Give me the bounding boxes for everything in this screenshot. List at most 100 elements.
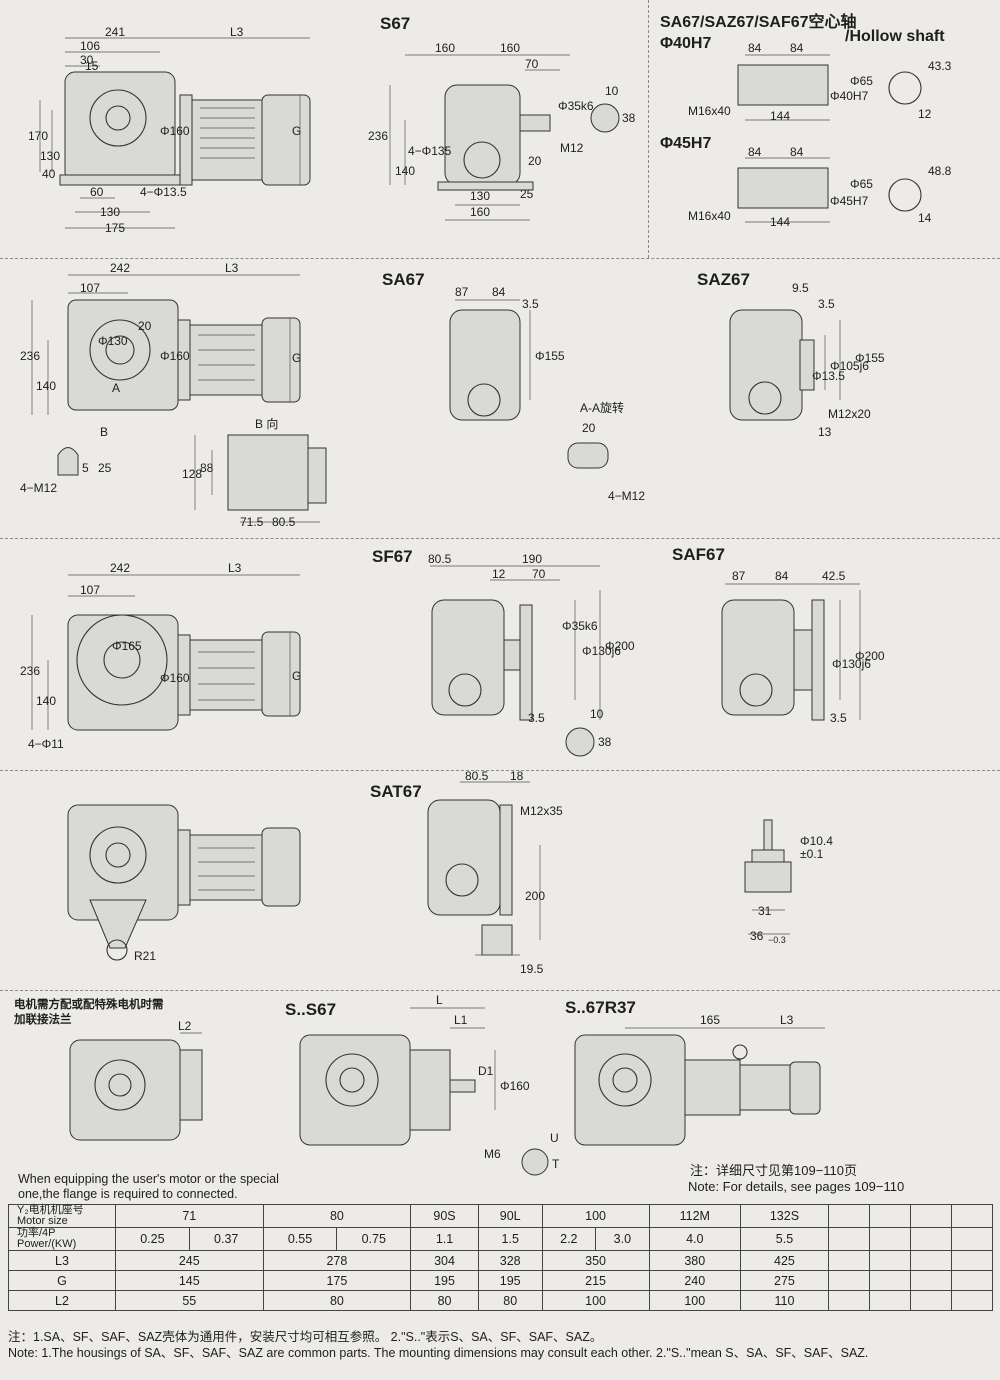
dim-bview-715: 71.5 — [240, 515, 264, 529]
header-cn: Y₂电机机座号 — [17, 1204, 84, 1216]
dim-sa67f-84: 84 — [492, 285, 506, 299]
dim-h40-144: 144 — [770, 109, 790, 123]
title-saf67: SAF67 — [672, 545, 725, 564]
dim-s67f-70: 70 — [525, 57, 539, 71]
dim-s67f-m12: M12 — [560, 141, 584, 155]
dim-saf-d130: Φ130j6 — [832, 657, 871, 671]
dim-sa67f-87: 87 — [455, 285, 469, 299]
dim-sat-r21: R21 — [134, 949, 156, 963]
dim-h45-d45: Φ45H7 — [830, 194, 869, 208]
dim-saz-13: 13 — [818, 425, 832, 439]
table-cell: 240 — [648, 1270, 741, 1291]
dim-h40-m16: M16x40 — [688, 104, 731, 118]
dim-sat-200: 200 — [525, 889, 545, 903]
dim-h45-488: 48.8 — [928, 164, 952, 178]
dim-ss67-d1: D1 — [478, 1064, 494, 1078]
table-cell: 0.55 — [262, 1227, 338, 1251]
dim-sa67-20: 20 — [138, 319, 152, 333]
title-sa67: SA67 — [382, 270, 425, 289]
sf67-front-view: 80.5 190 12 70 Φ35k6 Φ130j6 Φ200 3.5 10 … — [428, 552, 635, 757]
dim-h40-d40: Φ40H7 — [830, 89, 869, 103]
table-cell: 1.1 — [410, 1227, 479, 1251]
title-s-67r37: S..67R37 — [565, 998, 636, 1017]
dim-r37-165: 165 — [700, 1013, 720, 1027]
dim-s67f-key38: 38 — [622, 111, 636, 125]
dim-ss67-l: L — [436, 993, 443, 1007]
dim-sf67-d160: Φ160 — [160, 671, 190, 685]
dim-sa67-140: 140 — [36, 379, 56, 393]
table-cell — [910, 1204, 952, 1228]
dim-ss67-l1: L1 — [454, 1013, 468, 1027]
dim-h45-14: 14 — [918, 211, 932, 225]
dim-bview-88: 88 — [200, 461, 214, 475]
section-divider — [0, 538, 1000, 539]
title-sat67: SAT67 — [370, 782, 422, 801]
s67-side-view: 241 L3 106 30 15 170 130 40 Φ160 G 60 4−… — [28, 25, 311, 235]
footnote-en: Note: 1.The housings of SA、SF、SAF、SAZ ar… — [8, 1346, 869, 1360]
dim-s67-d160: Φ160 — [160, 124, 190, 138]
dim-sat-m12: M12x35 — [520, 804, 563, 818]
sa67-section-aa: A-A旋转 20 4−M12 — [567, 400, 645, 503]
saz67-view: 9.5 3.5 Φ13.5 Φ105j6 Φ155 M12x20 13 — [729, 281, 885, 439]
dim-saf-425: 42.5 — [822, 569, 846, 583]
saf67-view: 87 84 42.5 Φ130j6 Φ200 3.5 — [721, 569, 885, 725]
dim-s67-30: 30 — [80, 53, 94, 67]
dim-bview-128: 128 — [182, 467, 202, 481]
label-sa67-bview: B — [100, 425, 108, 439]
dim-saf-35: 3.5 — [830, 711, 847, 725]
dim-saf-84: 84 — [775, 569, 789, 583]
table-cell: 132S — [739, 1204, 830, 1228]
table-cell: 1.5 — [477, 1227, 543, 1251]
table-cell: 4.0 — [648, 1227, 741, 1251]
footnote-cn: 注：1.SA、SF、SAF、SAZ壳体为通用件，安装尺寸均可相互参照。 2."S… — [8, 1330, 603, 1344]
dim-sat-tol36: −0.3 — [768, 935, 786, 945]
title-s67: S67 — [380, 14, 411, 33]
sa67-b-view: B 向 128 88 71.5 80.5 — [182, 416, 327, 529]
dim-sa67-key25: 25 — [98, 461, 112, 475]
table-row-size: Y₂电机机座号 Motor size 71 80 90S 90L 100 112… — [8, 1204, 993, 1228]
dim-h40-d65: Φ65 — [850, 74, 873, 88]
dim-s67-170: 170 — [28, 129, 48, 143]
table-cell: 80 — [262, 1290, 412, 1311]
section-divider — [0, 770, 1000, 771]
table-cell: 71 — [115, 1204, 264, 1228]
dim-s67f-236: 236 — [368, 129, 388, 143]
dim-h40-433: 43.3 — [928, 59, 952, 73]
dim-sa67-107: 107 — [80, 281, 100, 295]
dim-aa-20: 20 — [582, 421, 596, 435]
dim-sat-36: 36 — [750, 929, 764, 943]
dim-s67f-b130: 130 — [470, 189, 490, 203]
dim-sf67-107: 107 — [80, 583, 100, 597]
table-cell — [910, 1270, 952, 1291]
dim-sf67-g: G — [292, 669, 301, 683]
dim-s67-241: 241 — [105, 25, 125, 39]
table-cell: 80 — [410, 1290, 479, 1311]
dim-sf67f-key10: 10 — [590, 707, 604, 721]
dim-sa67f-d155: Φ155 — [535, 349, 565, 363]
table-cell: 245 — [115, 1250, 264, 1271]
table-cell: 112M — [648, 1204, 741, 1228]
table-cell — [951, 1204, 993, 1228]
table-cell: 55 — [115, 1290, 264, 1311]
table-cell — [828, 1227, 870, 1251]
table-cell: 90L — [477, 1204, 543, 1228]
dim-sf67-140: 140 — [36, 694, 56, 708]
dim-sf67f-70: 70 — [532, 567, 546, 581]
dim-saz-m12: M12x20 — [828, 407, 871, 421]
dim-sat-tol: ±0.1 — [800, 847, 824, 861]
dim-sat-18: 18 — [510, 769, 524, 783]
table-cell: 80 — [477, 1290, 543, 1311]
table-cell — [828, 1250, 870, 1271]
table-cell — [951, 1290, 993, 1311]
dim-h40-84b: 84 — [790, 41, 804, 55]
note-ref-cn: 注：详细尺寸见第109−110页 — [690, 1163, 858, 1178]
dim-s67-60: 60 — [90, 185, 104, 199]
dim-s67-g: G — [292, 124, 301, 138]
note-flange-cn-2: 加联接法兰 — [14, 1014, 72, 1026]
table-cell — [951, 1270, 993, 1291]
dim-bview-805: 80.5 — [272, 515, 296, 529]
table-row-l2: L2 55 80 80 80 100 100 110 — [8, 1290, 993, 1311]
dim-saz-95: 9.5 — [792, 281, 809, 295]
table-cell: 100 — [541, 1290, 650, 1311]
